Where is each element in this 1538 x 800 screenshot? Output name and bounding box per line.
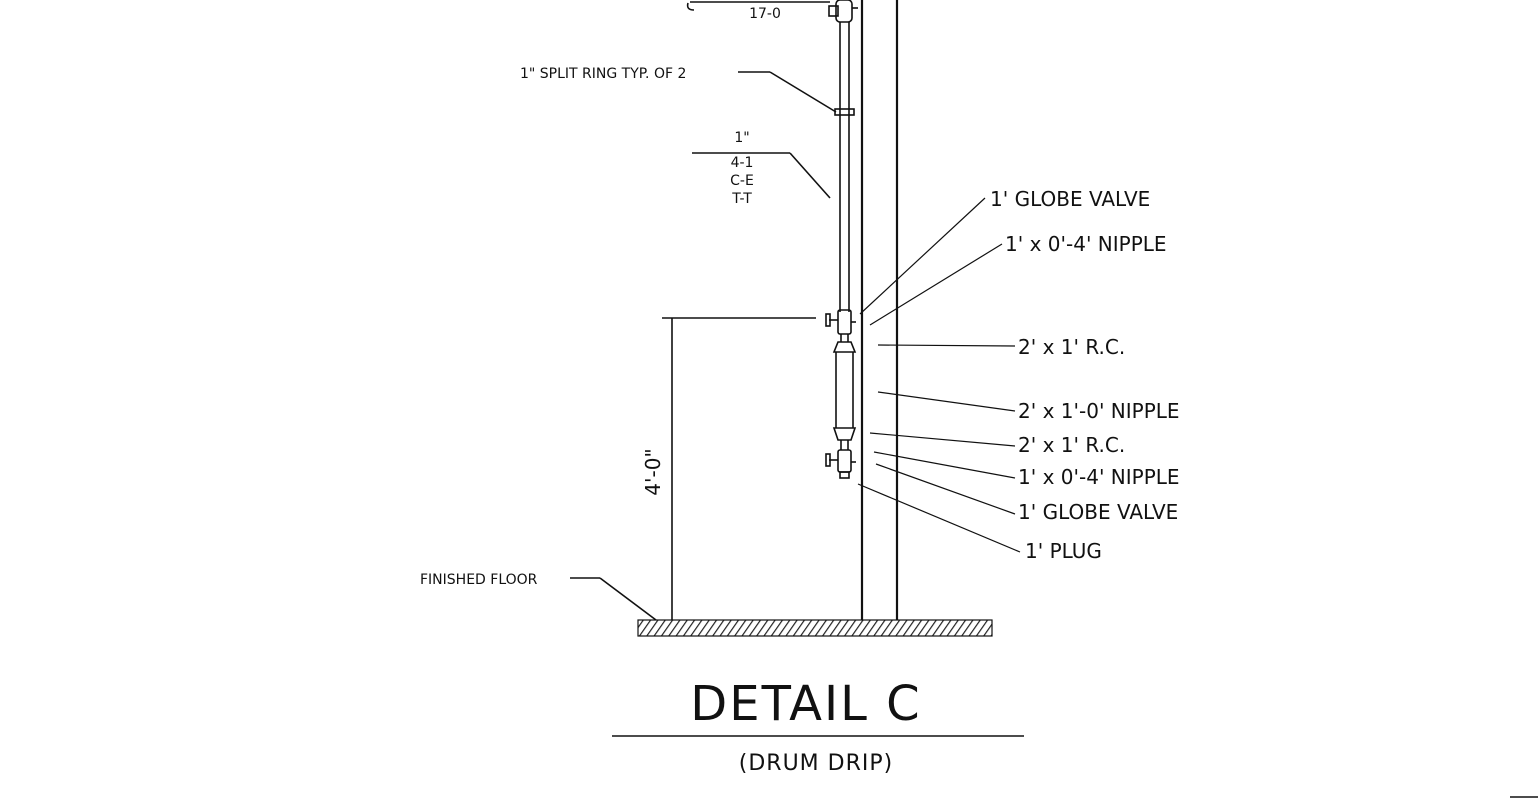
pipe-spec-line2: C-E xyxy=(730,173,754,189)
callout-nipple-top: 1' x 0'-4' NIPPLE xyxy=(1005,232,1167,256)
finished-floor: FINISHED FLOOR xyxy=(420,572,993,637)
two-inch-nipple xyxy=(835,352,854,428)
callout-reducer-bottom: 2' x 1' R.C. xyxy=(1018,433,1125,457)
lower-nipple xyxy=(840,440,849,450)
callout-reducer-top: 2' x 1' R.C. xyxy=(1018,335,1125,359)
upper-nipple xyxy=(840,334,849,342)
height-dimension: 4'-0" xyxy=(641,317,816,620)
top-dimension: 17-0 xyxy=(686,1,830,22)
column xyxy=(860,0,899,622)
pipe-spec-line1: 4-1 xyxy=(731,155,754,171)
lower-globe-valve xyxy=(825,449,856,473)
detail-subtitle: (DRUM DRIP) xyxy=(739,751,893,776)
pipe-spec-line3: T-T xyxy=(731,191,752,207)
callout-globe-valve-bottom: 1' GLOBE VALVE xyxy=(1018,500,1178,524)
detail-title: DETAIL C xyxy=(690,676,921,732)
height-dimension-text: 4'-0" xyxy=(641,448,665,495)
callout-nipple-mid: 2' x 1'-0' NIPPLE xyxy=(1018,399,1180,423)
callout-labels: 1' GLOBE VALVE 1' x 0'-4' NIPPLE 2' x 1'… xyxy=(990,187,1180,563)
top-dimension-text: 17-0 xyxy=(749,6,781,22)
upper-pipe xyxy=(834,22,855,312)
callout-globe-valve-top: 1' GLOBE VALVE xyxy=(990,187,1150,211)
plug xyxy=(839,471,850,479)
upper-reducer xyxy=(832,341,857,353)
pipe-spec: 1" 4-1 C-E T-T xyxy=(692,130,831,207)
floor-label: FINISHED FLOOR xyxy=(420,572,538,588)
floor-slab xyxy=(637,619,993,637)
callout-nipple-bottom: 1' x 0'-4' NIPPLE xyxy=(1018,465,1180,489)
upper-globe-valve xyxy=(825,309,856,335)
callout-leaders xyxy=(857,197,1021,553)
top-fitting xyxy=(828,0,858,23)
lower-reducer xyxy=(832,427,857,441)
callout-plug: 1' PLUG xyxy=(1025,539,1102,563)
split-ring-callout: 1" SPLIT RING TYP. OF 2 xyxy=(520,66,837,113)
title-block: DETAIL C (DRUM DRIP) xyxy=(612,676,1024,776)
split-ring-label: 1" SPLIT RING TYP. OF 2 xyxy=(520,66,686,82)
pipe-spec-size: 1" xyxy=(734,130,749,146)
